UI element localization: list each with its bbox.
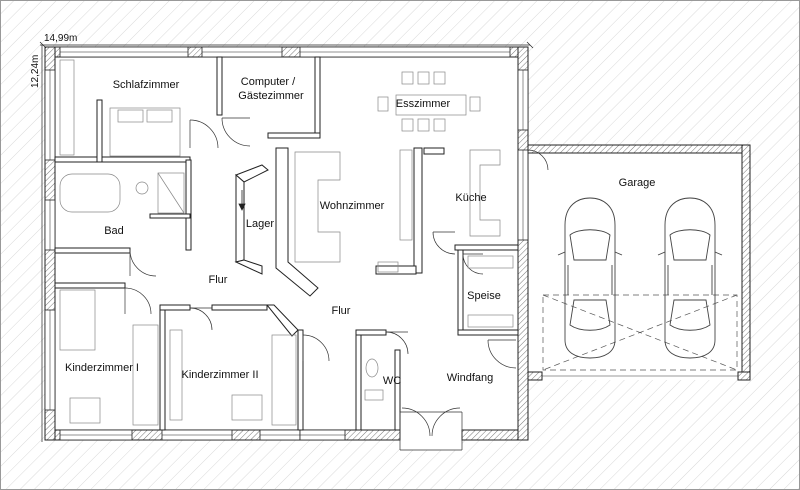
room-label-garage: Garage bbox=[618, 177, 656, 189]
garage-walls bbox=[527, 144, 751, 381]
room-label-esszimmer: Esszimmer bbox=[395, 98, 451, 110]
room-label-flur-1: Flur bbox=[208, 274, 228, 286]
entrance-porch bbox=[400, 412, 462, 450]
room-label-lager: Lager bbox=[245, 218, 275, 230]
garage-parking bbox=[542, 294, 738, 371]
room-label-bad: Bad bbox=[104, 225, 124, 237]
dining-table bbox=[395, 94, 467, 116]
room-label-kinderzimmer-1: Kinderzimmer I bbox=[65, 362, 139, 374]
car-right bbox=[657, 197, 723, 359]
doors bbox=[124, 117, 549, 451]
room-label-computer-line2: Gästezimmer bbox=[238, 90, 304, 102]
furniture bbox=[59, 59, 514, 426]
width-dimension: 14,99m bbox=[44, 33, 78, 44]
room-label-wc: WC bbox=[382, 375, 402, 387]
dimension-lines bbox=[39, 41, 534, 442]
room-label-speise: Speise bbox=[467, 290, 501, 302]
room-label-windfang: Windfang bbox=[446, 372, 494, 384]
room-label-flur-2: Flur bbox=[331, 305, 351, 317]
room-label-kinderzimmer-2: Kinderzimmer II bbox=[181, 369, 259, 381]
room-label-computer-line1: Computer / bbox=[240, 76, 296, 88]
interior-walls bbox=[54, 56, 519, 431]
room-label-kueche: Küche bbox=[455, 192, 487, 204]
room-label-wohnzimmer: Wohnzimmer bbox=[319, 200, 385, 212]
room-label-schlafzimmer: Schlafzimmer bbox=[112, 79, 180, 91]
depth-dimension: 12,24m bbox=[30, 54, 41, 88]
car-left bbox=[557, 197, 623, 359]
arrow-icon bbox=[238, 190, 246, 211]
